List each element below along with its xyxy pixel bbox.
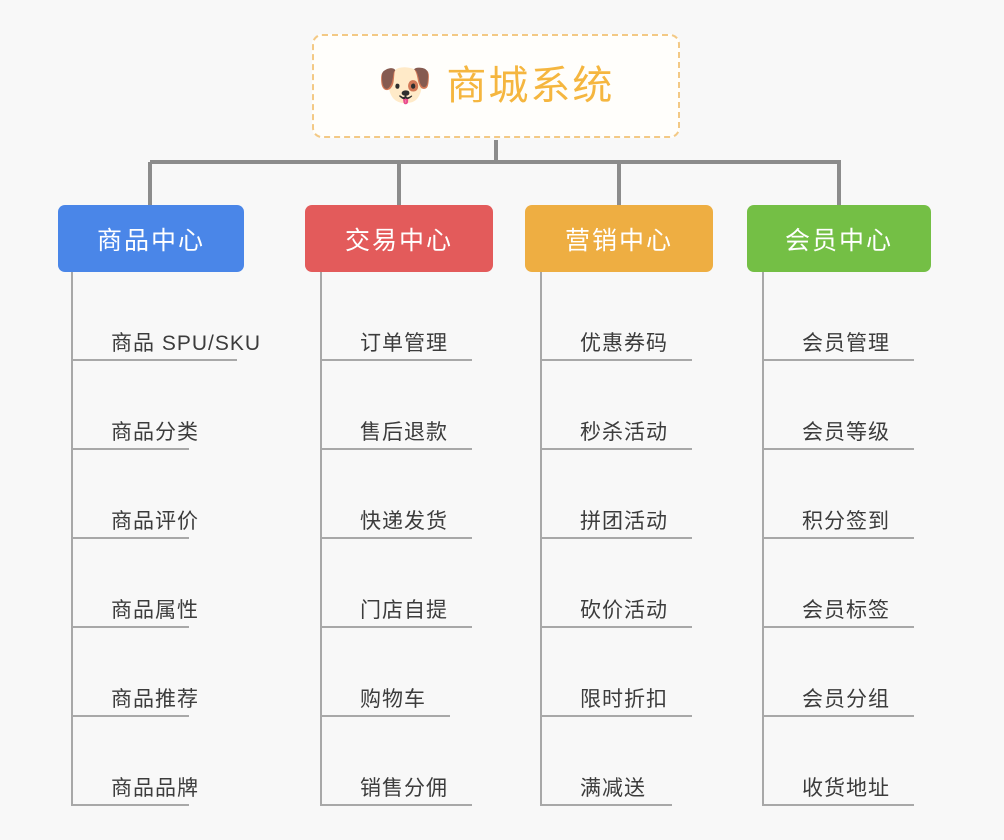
branch-column-0: 商品中心 商品 SPU/SKU 商品分类 商品评价 商品属性 商品推荐 商品品牌 bbox=[58, 205, 260, 806]
category-header-3[interactable]: 会员中心 bbox=[747, 205, 931, 272]
leaf-item[interactable]: 商品 SPU/SKU bbox=[71, 272, 260, 361]
leaf-label: 秒杀活动 bbox=[580, 420, 668, 444]
leaf-label: 商品 SPU/SKU bbox=[111, 331, 262, 355]
leaf-item[interactable]: 会员标签 bbox=[762, 539, 914, 628]
leaf-item[interactable]: 商品属性 bbox=[71, 539, 198, 628]
leaf-list-0: 商品 SPU/SKU 商品分类 商品评价 商品属性 商品推荐 商品品牌 bbox=[71, 272, 260, 806]
leaf-item[interactable]: 限时折扣 bbox=[540, 628, 692, 717]
leaf-label: 优惠券码 bbox=[580, 331, 668, 355]
leaf-label: 商品推荐 bbox=[111, 687, 199, 711]
leaf-item[interactable]: 售后退款 bbox=[320, 361, 472, 450]
leaf-label: 会员分组 bbox=[802, 687, 890, 711]
category-header-0[interactable]: 商品中心 bbox=[58, 205, 244, 272]
root-title: 商城系统 bbox=[446, 64, 615, 108]
leaf-label: 快递发货 bbox=[360, 509, 448, 533]
leaf-label: 砍价活动 bbox=[580, 598, 668, 622]
leaf-item[interactable]: 会员管理 bbox=[762, 272, 914, 361]
leaf-label: 限时折扣 bbox=[580, 687, 668, 711]
leaf-item[interactable]: 销售分佣 bbox=[320, 717, 472, 806]
leaf-item[interactable]: 商品品牌 bbox=[71, 717, 198, 806]
leaf-label: 拼团活动 bbox=[580, 509, 668, 533]
branch-column-1: 交易中心 订单管理 售后退款 快递发货 门店自提 购物车 销售分佣 bbox=[305, 205, 493, 806]
root-node[interactable]: 🐶 商城系统 bbox=[312, 34, 680, 138]
category-header-2[interactable]: 营销中心 bbox=[525, 205, 713, 272]
category-label-1: 交易中心 bbox=[344, 226, 453, 255]
leaf-label: 会员标签 bbox=[802, 598, 890, 622]
leaf-item[interactable]: 商品分类 bbox=[71, 361, 198, 450]
leaf-item[interactable]: 订单管理 bbox=[320, 272, 472, 361]
leaf-label: 商品评价 bbox=[111, 509, 199, 533]
leaf-item[interactable]: 优惠券码 bbox=[540, 272, 692, 361]
branch-column-2: 营销中心 优惠券码 秒杀活动 拼团活动 砍价活动 限时折扣 满减送 bbox=[525, 205, 713, 806]
category-header-1[interactable]: 交易中心 bbox=[305, 205, 493, 272]
leaf-item[interactable]: 快递发货 bbox=[320, 450, 472, 539]
leaf-label: 收货地址 bbox=[802, 776, 890, 800]
leaf-item[interactable]: 会员分组 bbox=[762, 628, 914, 717]
leaf-label: 购物车 bbox=[360, 687, 426, 711]
leaf-item[interactable]: 商品评价 bbox=[71, 450, 198, 539]
leaf-item[interactable]: 砍价活动 bbox=[540, 539, 692, 628]
leaf-label: 积分签到 bbox=[802, 509, 890, 533]
leaf-label: 售后退款 bbox=[360, 420, 448, 444]
dog-face-icon: 🐶 bbox=[377, 61, 433, 110]
leaf-list-3: 会员管理 会员等级 积分签到 会员标签 会员分组 收货地址 bbox=[762, 272, 914, 806]
category-label-2: 营销中心 bbox=[564, 226, 673, 255]
leaf-item[interactable]: 满减送 bbox=[540, 717, 672, 806]
leaf-item[interactable]: 收货地址 bbox=[762, 717, 914, 806]
leaf-label: 会员管理 bbox=[802, 331, 890, 355]
branch-column-3: 会员中心 会员管理 会员等级 积分签到 会员标签 会员分组 收货地址 bbox=[747, 205, 931, 806]
category-label-3: 会员中心 bbox=[784, 226, 893, 255]
leaf-label: 会员等级 bbox=[802, 420, 890, 444]
leaf-item[interactable]: 门店自提 bbox=[320, 539, 472, 628]
leaf-item[interactable]: 拼团活动 bbox=[540, 450, 692, 539]
leaf-item[interactable]: 积分签到 bbox=[762, 450, 914, 539]
leaf-label: 商品品牌 bbox=[111, 776, 199, 800]
leaf-list-1: 订单管理 售后退款 快递发货 门店自提 购物车 销售分佣 bbox=[320, 272, 472, 806]
leaf-list-2: 优惠券码 秒杀活动 拼团活动 砍价活动 限时折扣 满减送 bbox=[540, 272, 692, 806]
leaf-label: 商品属性 bbox=[111, 598, 199, 622]
leaf-label: 商品分类 bbox=[111, 420, 199, 444]
leaf-label: 满减送 bbox=[580, 776, 646, 800]
leaf-label: 订单管理 bbox=[360, 331, 448, 355]
category-label-0: 商品中心 bbox=[96, 226, 205, 255]
leaf-item[interactable]: 会员等级 bbox=[762, 361, 914, 450]
leaf-item[interactable]: 商品推荐 bbox=[71, 628, 198, 717]
leaf-item[interactable]: 秒杀活动 bbox=[540, 361, 692, 450]
leaf-item[interactable]: 购物车 bbox=[320, 628, 450, 717]
leaf-label: 门店自提 bbox=[360, 598, 448, 622]
leaf-label: 销售分佣 bbox=[360, 776, 448, 800]
